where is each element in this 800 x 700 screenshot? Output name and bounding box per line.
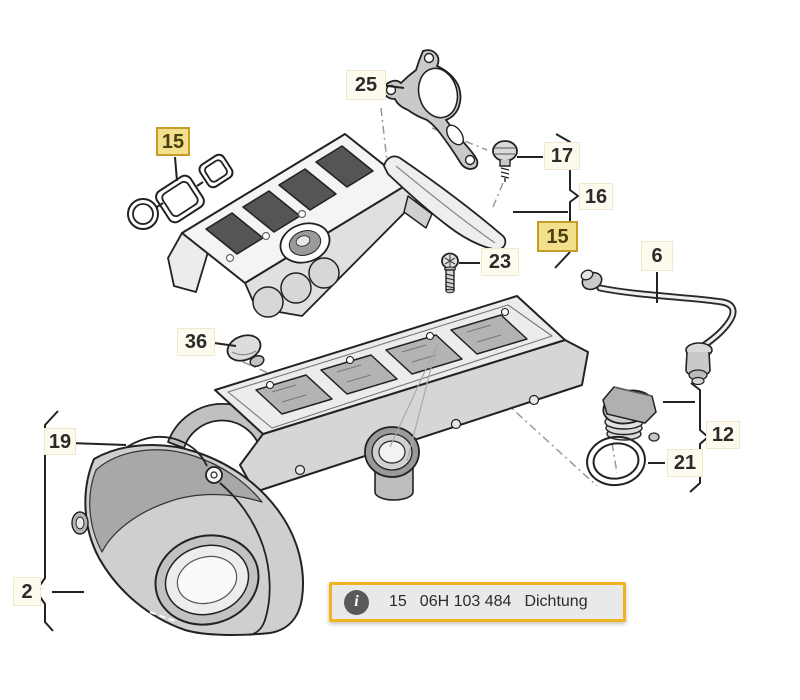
part-breather-pipe-6[interactable] (580, 268, 737, 386)
part-label-36[interactable]: 36 (177, 328, 215, 356)
bracket-16-lower (554, 251, 571, 269)
part-label-15-right[interactable]: 15 (537, 221, 578, 252)
part-label-23[interactable]: 23 (481, 248, 519, 276)
info-item-number: 15 (389, 593, 407, 610)
part-label-2[interactable]: 2 (13, 577, 41, 606)
part-cap-36[interactable] (224, 331, 265, 368)
part-gasket-19[interactable] (126, 436, 271, 636)
part-label-15-left[interactable]: 15 (156, 127, 190, 156)
part-label-17[interactable]: 17 (544, 142, 580, 170)
part-label-25[interactable]: 25 (346, 70, 386, 100)
part-label-12[interactable]: 12 (706, 421, 740, 449)
part-label-19[interactable]: 19 (44, 428, 76, 455)
part-label-21[interactable]: 21 (667, 449, 703, 477)
part-info-bar: i 15 06H 103 484 Dichtung (329, 582, 626, 622)
info-icon: i (344, 589, 369, 615)
part-screw-23[interactable] (441, 252, 459, 294)
info-part-name: Dichtung (524, 593, 588, 610)
part-engine-cover[interactable] (167, 133, 507, 318)
part-label-6[interactable]: 6 (641, 241, 673, 271)
leader-lines (52, 84, 695, 593)
part-seal-ring-21[interactable] (584, 433, 648, 489)
bracket-16 (555, 133, 579, 222)
info-part-number: 06H 103 484 (419, 593, 512, 610)
part-label-16[interactable]: 16 (579, 183, 613, 210)
part-valve-cover[interactable] (167, 295, 589, 501)
part-gasket-15[interactable] (127, 152, 235, 230)
part-oil-filler-cap-12[interactable] (600, 386, 660, 442)
part-buffer-17[interactable] (492, 140, 518, 182)
part-gasket-25[interactable] (382, 49, 479, 170)
